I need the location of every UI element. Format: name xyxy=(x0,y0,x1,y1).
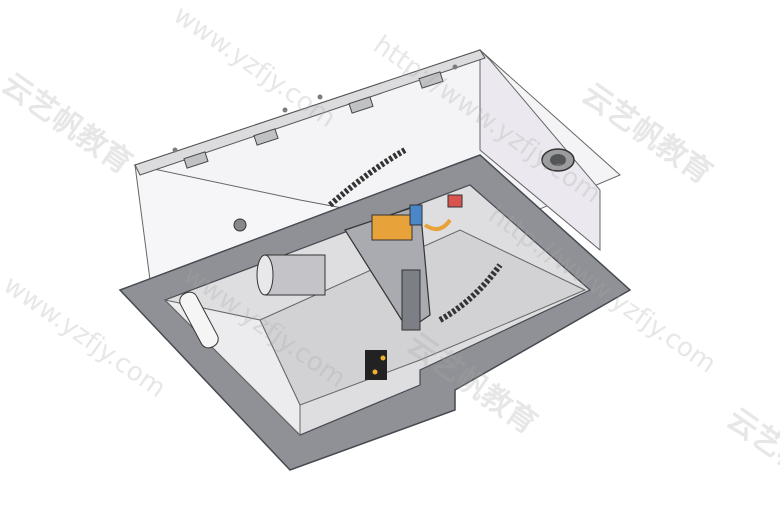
right-wall-panel xyxy=(479,48,601,252)
lower-bracket xyxy=(365,350,387,380)
flange-screws xyxy=(172,64,458,153)
top-flange xyxy=(134,49,486,176)
side-knob xyxy=(541,148,575,172)
flange-clips xyxy=(183,71,444,169)
slide-mechanism xyxy=(344,194,463,331)
frame-slot xyxy=(179,291,219,349)
floor-slot-arc xyxy=(438,263,503,323)
curved-slot-arc xyxy=(328,147,407,208)
wall-port xyxy=(233,218,247,232)
roller-cylinder xyxy=(256,254,326,296)
cad-model-render xyxy=(118,48,632,471)
